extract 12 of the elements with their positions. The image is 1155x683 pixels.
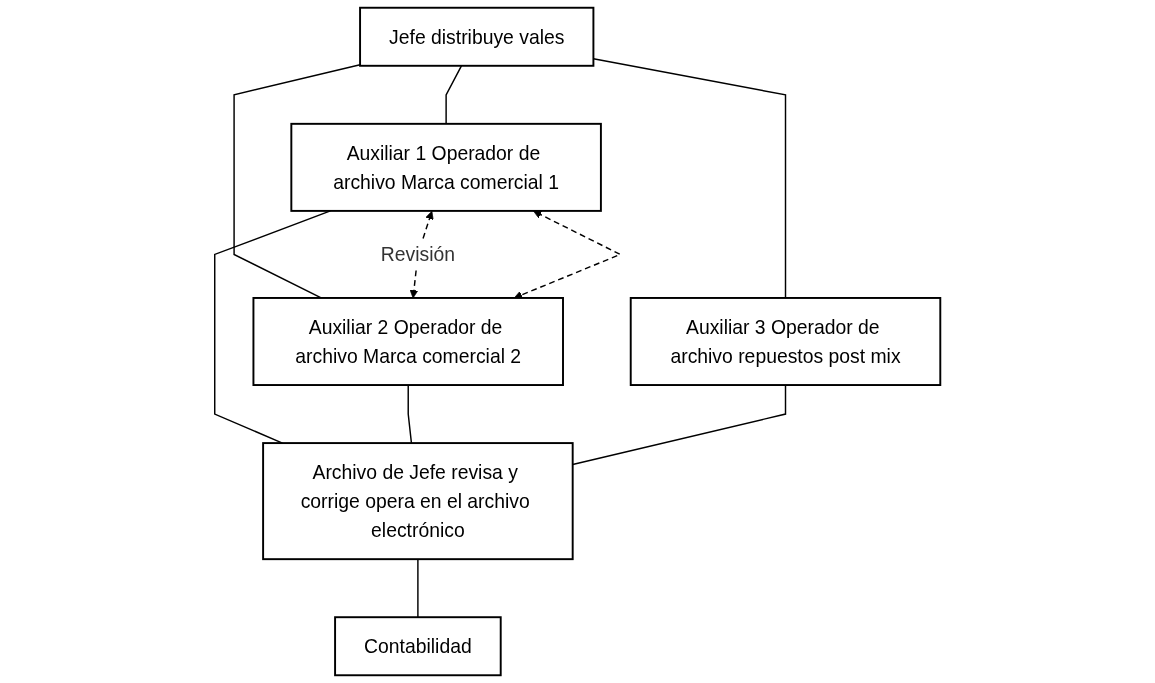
node-box: Auxiliar 3 Operador de archivo repuestos post mix xyxy=(629,297,942,386)
node-box: Auxiliar 2 Operador de archivo Marca comercial 2 xyxy=(252,297,564,386)
connector xyxy=(407,384,413,444)
connector xyxy=(417,558,419,618)
connector xyxy=(233,63,361,299)
arrow xyxy=(513,210,622,299)
connector xyxy=(445,65,463,125)
node-box: Auxiliar 1 Operador de archivo Marca comercial 1 xyxy=(290,122,602,212)
edge-label: Revisión xyxy=(380,243,455,266)
node-box: Contabilidad xyxy=(334,616,502,677)
node-box: Archivo de Jefe revisa y corrige opera en el archivo electrónico xyxy=(262,442,574,561)
node-box: Jefe distribuye vales xyxy=(359,6,595,67)
